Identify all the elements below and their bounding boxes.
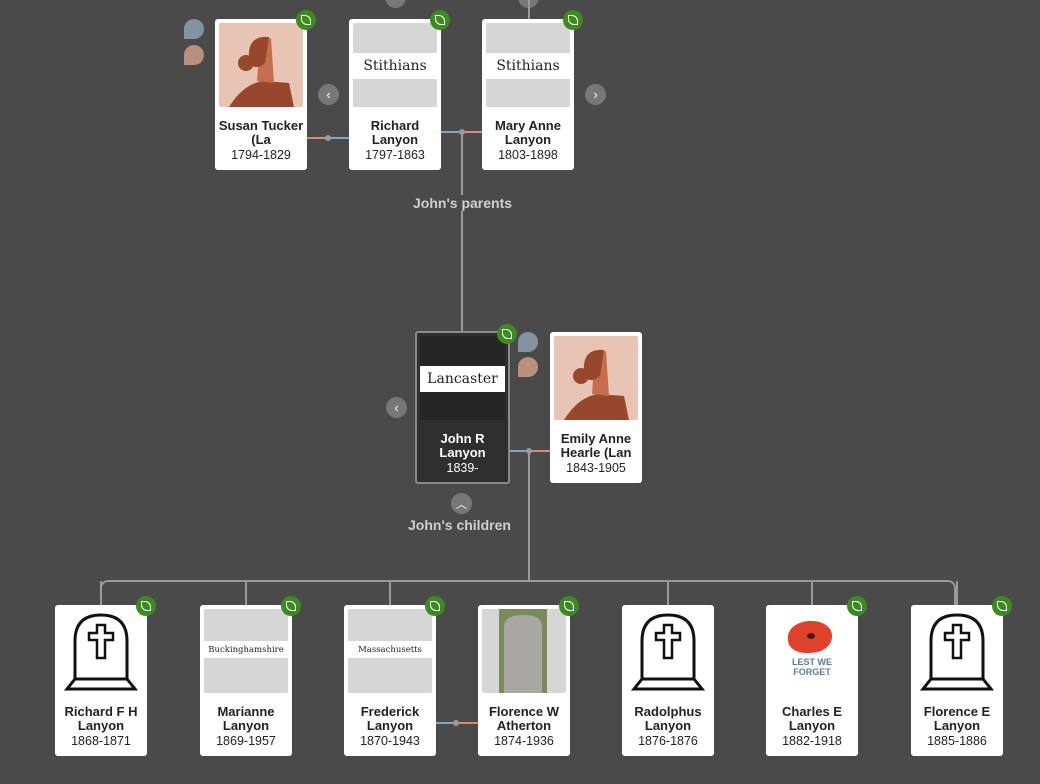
gravestone-icon xyxy=(626,609,710,693)
hint-leaf-icon[interactable] xyxy=(430,10,450,30)
person-dates: 1876-1876 xyxy=(638,734,698,748)
gravestone-icon xyxy=(59,609,143,693)
children-vertical-line xyxy=(528,451,530,581)
spouse-line xyxy=(441,131,462,133)
spouse-line xyxy=(462,131,482,133)
hint-leaf-icon[interactable] xyxy=(281,596,301,616)
previous-button[interactable]: ‹ xyxy=(318,84,339,105)
hint-leaf-icon[interactable] xyxy=(559,596,579,616)
mother-avatar-icon[interactable] xyxy=(518,357,538,377)
parents-vertical-line xyxy=(461,132,463,332)
person-dates: 1869-1957 xyxy=(216,734,276,748)
spouse-line xyxy=(307,137,328,139)
headstone-photo xyxy=(482,609,566,693)
person-dates: 1803-1898 xyxy=(498,148,558,162)
person-name: Florence E Lanyon xyxy=(923,705,991,733)
person-name: Richard F H Lanyon xyxy=(64,705,138,733)
hint-leaf-icon[interactable] xyxy=(425,596,445,616)
mother-avatar-icon[interactable] xyxy=(184,45,204,65)
person-name: Charles E Lanyon xyxy=(782,705,842,733)
person-name: John R Lanyon xyxy=(439,432,486,460)
hint-leaf-icon[interactable] xyxy=(992,596,1012,616)
hint-leaf-icon[interactable] xyxy=(563,10,583,30)
woman-silhouette-icon xyxy=(219,23,303,107)
hint-leaf-icon[interactable] xyxy=(296,10,316,30)
person-dates: 1870-1943 xyxy=(360,734,420,748)
next-button[interactable]: › xyxy=(585,84,606,105)
child-line xyxy=(667,581,669,605)
poppy-image: LEST WE FORGET xyxy=(770,609,854,693)
father-avatar-icon[interactable] xyxy=(518,332,538,352)
child-line xyxy=(956,581,958,605)
person-name: Susan Tucker (La xyxy=(218,119,304,147)
gravestone-icon xyxy=(915,609,999,693)
place-label: Lancaster xyxy=(420,366,505,392)
person-dates: 1839- xyxy=(446,461,479,475)
parents-label: John's parents xyxy=(411,195,515,211)
spouse-line xyxy=(328,137,349,139)
place-label: Massachusetts xyxy=(348,641,432,658)
father-avatar-icon[interactable] xyxy=(184,19,204,39)
spouse-line xyxy=(510,450,529,452)
hint-leaf-icon[interactable] xyxy=(136,596,156,616)
person-dates: 1843-1905 xyxy=(566,461,626,475)
person-name: Marianne Lanyon xyxy=(217,705,275,733)
place-label: Buckinghamshire xyxy=(204,641,288,658)
person-name: Richard Lanyon xyxy=(370,119,420,147)
person-dates: 1868-1871 xyxy=(71,734,131,748)
child-line xyxy=(245,581,247,605)
hint-leaf-icon[interactable] xyxy=(497,324,517,344)
place-label: Stithians xyxy=(486,53,570,79)
spouse-line xyxy=(456,722,478,724)
union-dot xyxy=(325,135,331,141)
expand-up-button[interactable] xyxy=(385,0,406,8)
children-label: John's children xyxy=(408,517,511,533)
person-name: Radolphus Lanyon xyxy=(634,705,702,733)
person-dates: 1797-1863 xyxy=(365,148,425,162)
child-line xyxy=(100,581,102,605)
person-dates: 1794-1829 xyxy=(231,148,291,162)
person-dates: 1874-1936 xyxy=(494,734,554,748)
child-line xyxy=(811,581,813,605)
ancestor-line xyxy=(528,0,530,19)
spouse-line xyxy=(436,722,456,724)
hint-leaf-icon[interactable] xyxy=(847,596,867,616)
child-line xyxy=(389,581,391,605)
union-dot xyxy=(453,720,459,726)
person-dates: 1885-1886 xyxy=(927,734,987,748)
person-name: Florence W Atherton xyxy=(488,705,560,733)
place-label: Stithians xyxy=(353,53,437,79)
person-name: Emily Anne Hearle (Lan xyxy=(560,432,632,460)
person-dates: 1882-1918 xyxy=(782,734,842,748)
collapse-children-button[interactable]: ︿ xyxy=(451,493,472,514)
woman-silhouette-icon xyxy=(554,336,638,420)
poppy-text: LEST WE FORGET xyxy=(792,657,832,677)
spouse-line xyxy=(529,450,550,452)
union-dot xyxy=(459,129,465,135)
previous-button[interactable]: ‹ xyxy=(386,397,407,418)
person-name: Mary Anne Lanyon xyxy=(495,119,561,147)
person-name: Frederick Lanyon xyxy=(360,705,420,733)
